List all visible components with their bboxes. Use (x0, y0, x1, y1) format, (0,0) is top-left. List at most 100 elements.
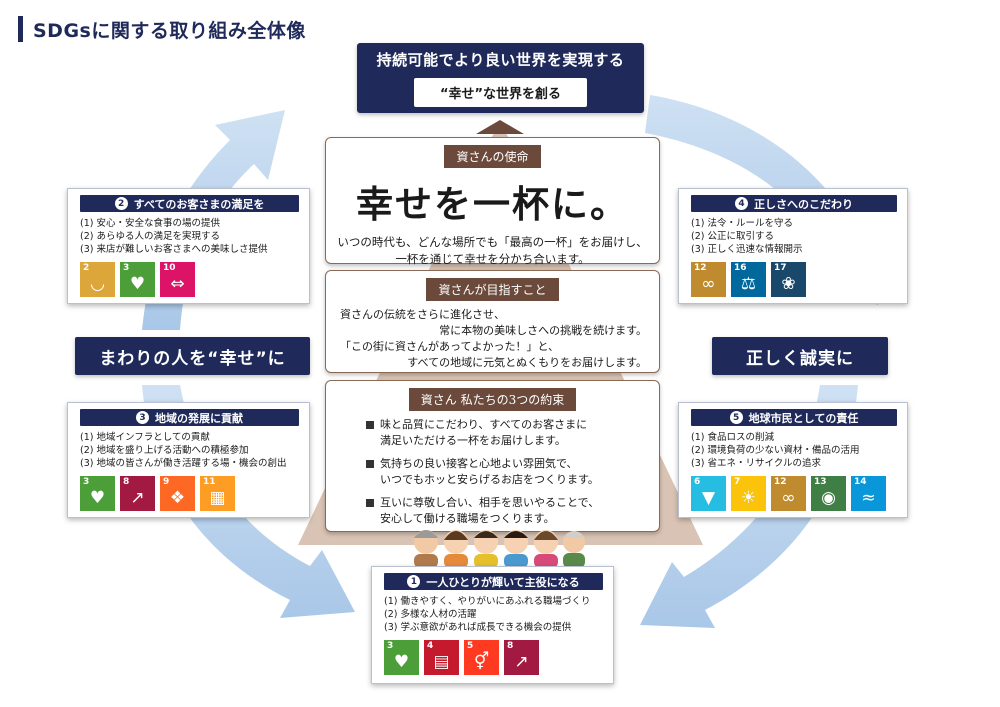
sdg-number: 13 (814, 477, 827, 487)
page-title: SDGsに関する取り組み全体像 (33, 19, 306, 42)
infinity-icon: ∞ (701, 274, 716, 294)
aim-label: 資さんが目指すこと (426, 278, 559, 301)
sdg-number: 4 (427, 641, 434, 651)
equality-icon: ⇔ (170, 274, 185, 294)
sdg-17-icon: 17❀ (771, 262, 806, 297)
goal-items: (1) 法令・ルールを守る (2) 公正に取引する (3) 正しく迅速な情報開示 (691, 217, 897, 256)
sdg-number: 17 (774, 263, 787, 273)
sdg-12-icon: 12∞ (771, 476, 806, 511)
goal-box-4: 4 正しさへのこだわり (1) 法令・ルールを守る (2) 公正に取引する (3… (678, 188, 908, 304)
goal-title: 一人ひとりが輝いて主役になる (426, 575, 580, 589)
sdg-4-icon: 4▤ (424, 640, 459, 675)
goal-items: (1) 働きやすく、やりがいにあふれる職場づくり (2) 多様な人材の活躍 (3… (384, 595, 603, 634)
innovation-cubes-icon: ❖ (169, 488, 186, 508)
person-icon (444, 530, 468, 568)
infinity-icon: ∞ (781, 488, 796, 508)
goal-number-badge: 4 (735, 197, 748, 210)
sdg-number: 8 (123, 477, 130, 487)
sdg-5-icon: 5⚥ (464, 640, 499, 675)
promise-line: 互いに尊敬し合い、相手を思いやることで、 (380, 496, 600, 509)
sdg-9-icon: 9❖ (160, 476, 195, 511)
sdg-11-icon: 11▦ (200, 476, 235, 511)
education-book-icon: ▤ (433, 652, 450, 672)
goal-header: 4 正しさへのこだわり (691, 195, 897, 212)
goal-header: 5 地球市民としての責任 (691, 409, 897, 426)
aim-line: 常に本物の美味しさへの挑戦を続けます。 (439, 324, 647, 337)
aim-line: 資さんの伝統をさらに進化させ、 (340, 308, 505, 321)
sdg-12-icon: 12∞ (691, 262, 726, 297)
partnership-flower-icon: ❀ (781, 274, 796, 294)
person-icon (563, 531, 585, 568)
sdg-14-icon: 14≈ (851, 476, 886, 511)
purpose-description: いつの時代も、どんな場所でも「最高の一杯」をお届けし、 一杯を通じて幸せを分かち… (326, 234, 659, 268)
aim-card: 資さんが目指すこと 資さんの伝統をさらに進化させ、 常に本物の美味しさへの挑戦を… (325, 270, 660, 373)
health-heart-icon: ♥ (393, 652, 410, 672)
sdg-3-icon: 3♥ (384, 640, 419, 675)
title-accent-bar (18, 16, 23, 42)
goal-item: (2) あらゆる人の満足を実現する (80, 231, 220, 242)
sdg-number: 16 (734, 263, 747, 273)
sdg-number: 3 (83, 477, 90, 487)
promise-line: 味と品質にこだわり、すべてのお客さまに (380, 418, 588, 431)
aim-line: 「この街に資さんがあってよかった！」と、 (340, 340, 560, 353)
goal-box-1: 1 一人ひとりが輝いて主役になる (1) 働きやすく、やりがいにあふれる職場づく… (371, 566, 614, 684)
sdg-icon-row: 2◡3♥10⇔ (80, 262, 299, 297)
sdg-number: 10 (163, 263, 176, 273)
goal-item: (3) 来店が難しいお客さまへの美味しさ提供 (80, 244, 268, 255)
fish-icon: ≈ (861, 488, 876, 508)
goal-item: (2) 公正に取引する (691, 231, 774, 242)
sdg-13-icon: 13◉ (811, 476, 846, 511)
goal-number-badge: 3 (136, 411, 149, 424)
person-icon (474, 530, 498, 568)
goal-item: (2) 地域を盛り上げる活動への積極参加 (80, 445, 249, 456)
gender-icon: ⚥ (473, 652, 490, 672)
promise-line: 気持ちの良い接客と心地よい雰囲気で、 (380, 457, 578, 470)
promise-item: 気持ちの良い接客と心地よい雰囲気で、 いつでもホッと安らげるお店をつくります。 (366, 456, 647, 488)
goal-items: (1) 食品ロスの削減 (2) 環境負荷の少ない資材・備品の活用 (3) 省エネ… (691, 431, 897, 470)
sdg-number: 3 (123, 263, 130, 273)
promises-card: 資さん 私たちの3つの約束 味と品質にこだわり、すべてのお客さまに 満足いただけ… (325, 380, 660, 532)
promise-item: 味と品質にこだわり、すべてのお客さまに 満足いただける一杯をお届けします。 (366, 417, 647, 449)
goal-item: (2) 多様な人材の活躍 (384, 609, 477, 620)
sdg-number: 7 (734, 477, 741, 487)
sdg-number: 6 (694, 477, 701, 487)
goal-item: (1) 働きやすく、やりがいにあふれる職場づくり (384, 596, 591, 607)
goal-item: (1) 地域インフラとしての貢献 (80, 432, 210, 443)
goal-item: (3) 地域の皆さんが働き活躍する場・機会の創出 (80, 458, 287, 469)
sdg-3-icon: 3♥ (120, 262, 155, 297)
goal-box-5: 5 地球市民としての責任 (1) 食品ロスの削減 (2) 環境負荷の少ない資材・… (678, 402, 908, 518)
sdg-number: 14 (854, 477, 867, 487)
aim-text: 資さんの伝統をさらに進化させ、 常に本物の美味しさへの挑戦を続けます。 「この街… (340, 307, 647, 371)
sdg-number: 11 (203, 477, 216, 487)
sdg-2-icon: 2◡ (80, 262, 115, 297)
promises-list: 味と品質にこだわり、すべてのお客さまに 満足いただける一杯をお届けします。 気持… (366, 417, 647, 527)
person-icon (504, 530, 528, 568)
purpose-card: 資さんの使命 幸せを一杯に。 いつの時代も、どんな場所でも「最高の一杯」をお届け… (325, 137, 660, 266)
goal-title: 地球市民としての責任 (748, 411, 859, 425)
sdg-number: 12 (694, 263, 707, 273)
sdg-number: 2 (83, 263, 90, 273)
person-icon (414, 530, 438, 568)
promise-line: 安心して働ける職場をつくります。 (380, 512, 555, 525)
sdg-number: 9 (163, 477, 170, 487)
banner-left: まわりの人を“幸せ”に (75, 337, 310, 375)
sdg-8-icon: 8↗ (120, 476, 155, 511)
promise-line: いつでもホッと安らげるお店をつくります。 (380, 473, 599, 486)
sdg-7-icon: 7☀ (731, 476, 766, 511)
goal-header: 3 地域の発展に貢献 (80, 409, 299, 426)
growth-chart-icon: ↗ (514, 652, 529, 672)
sdg-number: 8 (507, 641, 514, 651)
sdg-6-icon: 6▼ (691, 476, 726, 511)
mission-heading: 持続可能でより良い世界を実現する (376, 51, 625, 69)
page-title-wrap: SDGsに関する取り組み全体像 (18, 14, 306, 44)
goal-header: 1 一人ひとりが輝いて主役になる (384, 573, 603, 590)
health-heart-icon: ♥ (89, 488, 106, 508)
purpose-label: 資さんの使命 (444, 145, 541, 168)
goal-item: (3) 省エネ・リサイクルの追求 (691, 458, 822, 469)
goal-items: (1) 地域インフラとしての貢献 (2) 地域を盛り上げる活動への積極参加 (3… (80, 431, 299, 470)
person-icon (534, 530, 558, 568)
climate-eye-icon: ◉ (821, 488, 836, 508)
goal-header: 2 すべてのお客さまの満足を (80, 195, 299, 212)
food-bowl-icon: ◡ (90, 274, 105, 294)
health-heart-icon: ♥ (129, 274, 146, 294)
